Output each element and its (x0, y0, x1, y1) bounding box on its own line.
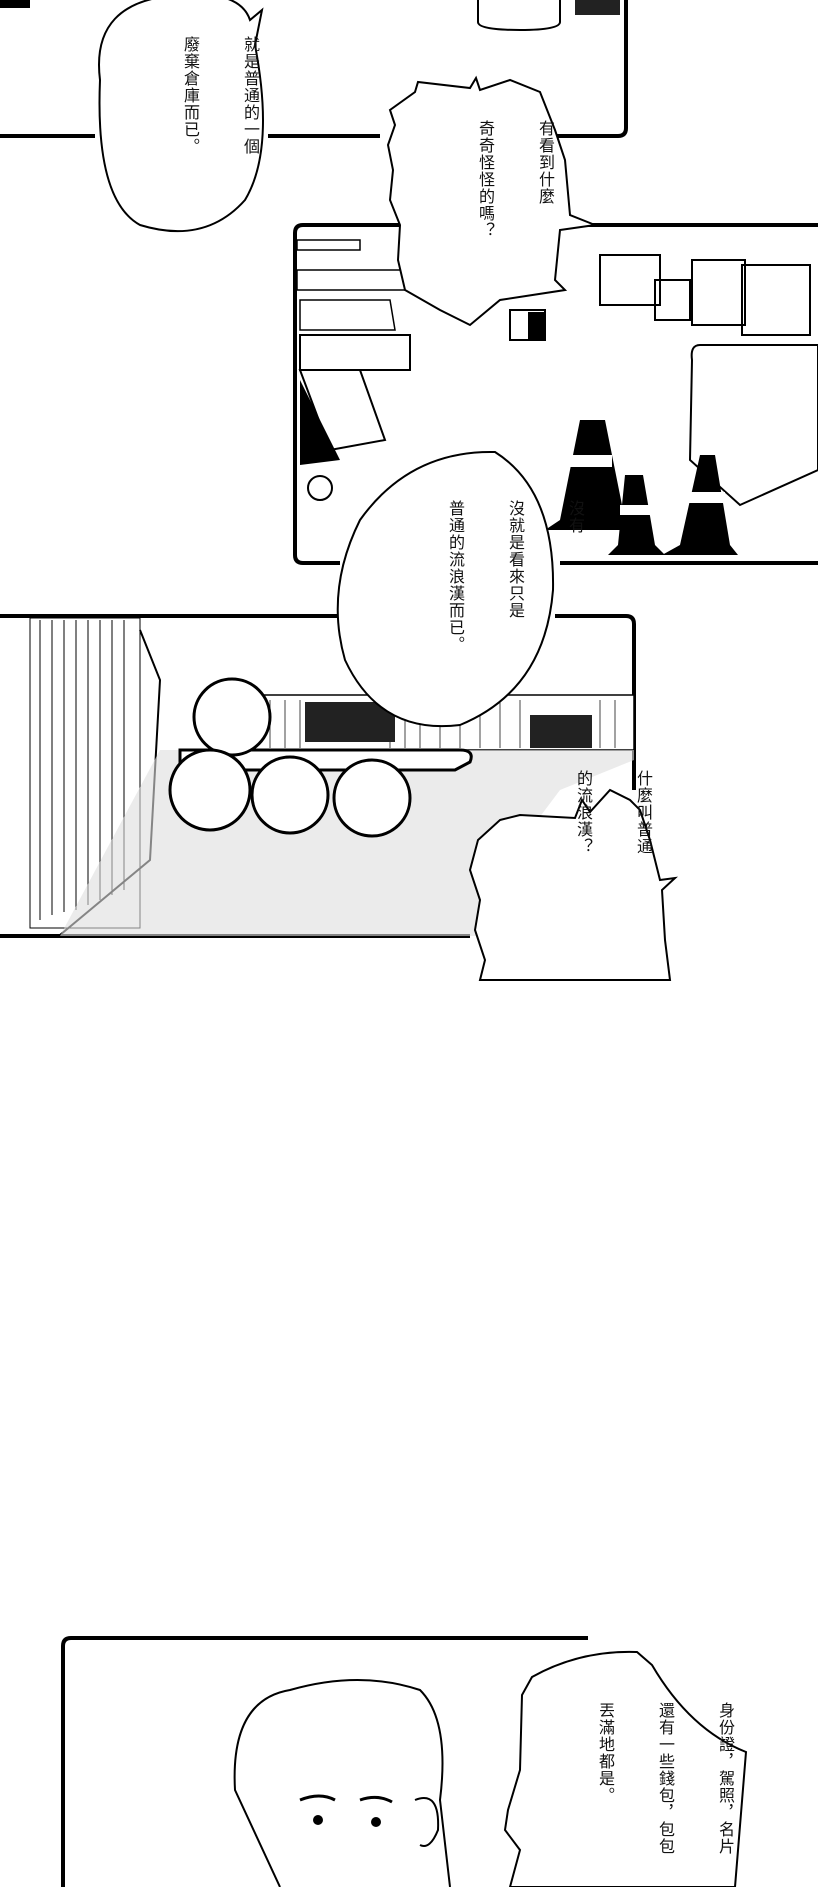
bubble-2-line: 奇奇怪怪的嗎？ (476, 120, 495, 239)
panel-1 (0, 0, 628, 138)
bubble-1-line: 就是普通的一個 (241, 36, 260, 155)
bubble-5-line: 丟滿地都是。 (596, 1702, 615, 1804)
traffic-cones (545, 420, 738, 555)
bubble-4-text: 什麼叫普通 的流浪漢？ (553, 770, 693, 855)
bubble-3-line: 沒就是看來只是 (506, 500, 525, 619)
bubble-1-line: 廢棄倉庫而已。 (181, 36, 200, 155)
bubble-4-line: 的流浪漢？ (574, 770, 593, 855)
bubble-3-line: 沒有 (566, 500, 585, 534)
bubble-1-text: 就是普通的一個 廢棄倉庫而已。 (160, 36, 300, 155)
bubble-3-line: 普通的流浪漢而已。 (446, 500, 465, 653)
spiky-bubble-2 (386, 75, 599, 327)
panel-2 (293, 223, 818, 565)
bubble-5-line: 還有一些錢包，包包 (656, 1702, 675, 1855)
speech-bubble-3 (336, 450, 555, 728)
bubble-5-text: 身份證，駕照，名片 還有一些錢包，包包 丟滿地都是。 (575, 1702, 775, 1855)
bubble-2-text: 有看到什麼 奇奇怪怪的嗎？ (455, 120, 595, 239)
bubble-4-line: 什麼叫普通 (634, 770, 653, 855)
spiky-bubble-4 (468, 788, 679, 981)
bubble-3-text: 沒有 沒就是看來只是 普通的流浪漢而已。 (425, 500, 625, 653)
speech-bubble-1 (98, 0, 264, 233)
barrels (168, 677, 473, 838)
panel-4 (61, 1636, 588, 1887)
bubble-2-line: 有看到什麼 (536, 120, 555, 205)
speech-bubble-5 (503, 1650, 748, 1887)
bubble-5-line: 身份證，駕照，名片 (716, 1702, 735, 1855)
